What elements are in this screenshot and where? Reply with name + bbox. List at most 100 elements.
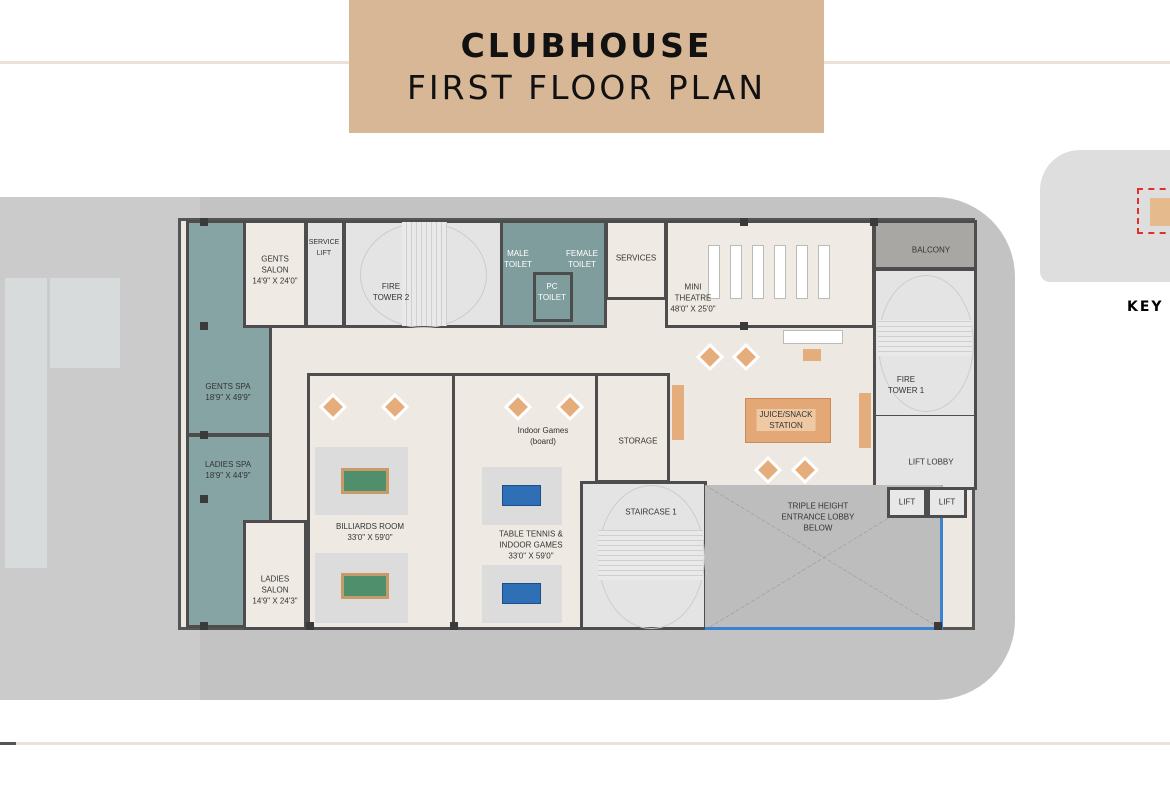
ladies-spa-size: 18'9" X 44'9"	[205, 471, 251, 480]
void-cross-lines	[704, 484, 944, 631]
theatre-seat-row	[818, 245, 830, 299]
female-toilet-label: FEMALE TOILET	[566, 248, 598, 270]
mini-theatre-size: 48'0" X 25'0"	[670, 304, 716, 314]
billiards-table	[341, 573, 389, 599]
ladies-spa-name: LADIES SPA	[204, 460, 252, 469]
juice-station-line1: JUICE/SNACK	[759, 410, 813, 419]
side-table	[803, 349, 821, 361]
column	[740, 322, 748, 330]
sofa	[783, 330, 843, 344]
theatre-seat-row	[708, 245, 720, 299]
column	[200, 431, 208, 439]
service-lift-line1: SERVICE	[308, 239, 340, 246]
ladies-spa-label: LADIES SPA 18'9" X 44'9"	[205, 459, 251, 481]
room-ladies-salon	[243, 520, 307, 630]
juice-station-label: JUICE/SNACK STATION	[756, 409, 816, 431]
entrance-lobby-line3: BELOW	[803, 523, 833, 533]
gents-spa-size: 18'9" X 49'9"	[205, 393, 251, 402]
fire-tower-2-line1: FIRE	[381, 282, 401, 291]
key-plan-map	[1040, 150, 1170, 282]
mini-theatre-line2: THEATRE	[674, 293, 712, 303]
billiards-table	[341, 468, 389, 494]
female-toilet-line1: FEMALE	[565, 249, 599, 258]
gents-salon-size: 14'9" X 24'0"	[252, 276, 298, 286]
column	[200, 322, 208, 330]
counter-bench	[672, 385, 684, 440]
counter-bench	[859, 393, 871, 448]
column	[200, 622, 208, 630]
glass-facade-side	[940, 518, 943, 630]
column	[306, 622, 314, 630]
gents-salon-line2: SALON	[261, 265, 289, 275]
table-tennis-size: 33'0" X 59'0"	[508, 551, 554, 561]
title-clubhouse: CLUBHOUSE	[460, 26, 713, 65]
indoor-games-line2: (board)	[530, 437, 556, 446]
mini-theatre-line1: MINI	[684, 282, 702, 292]
theatre-seat-row	[752, 245, 764, 299]
title-box: CLUBHOUSE FIRST FLOOR PLAN	[349, 0, 824, 133]
male-toilet-line2: TOILET	[504, 260, 532, 269]
theatre-seat-row	[796, 245, 808, 299]
ladies-salon-size: 14'9" X 24'3"	[252, 596, 298, 606]
theatre-seat-row	[774, 245, 786, 299]
room-storage	[595, 373, 670, 483]
column	[200, 495, 208, 503]
pc-toilet-line2: TOILET	[538, 293, 566, 302]
table-tennis-table	[502, 485, 541, 506]
fire-tower-2-label: FIRE TOWER 2	[373, 281, 409, 303]
room-lift-lobby	[873, 416, 977, 490]
column	[870, 218, 878, 226]
gents-spa-name: GENTS SPA	[205, 382, 251, 391]
footer-rule	[0, 742, 1170, 745]
indoor-games-line1: Indoor Games	[517, 426, 569, 435]
room-services	[605, 220, 667, 300]
pool-area	[5, 278, 47, 568]
indoor-games-board-label: Indoor Games (board)	[518, 425, 569, 447]
room-mini-theatre	[665, 220, 875, 328]
gents-spa-label: GENTS SPA 18'9" X 49'9"	[205, 381, 250, 403]
services-label: SERVICES	[615, 253, 657, 263]
table-tennis-line1: TABLE TENNIS &	[499, 529, 563, 539]
key-plan-label: KEY PLAN	[1127, 299, 1170, 315]
key-plan-marker	[1137, 188, 1170, 234]
stair-treads	[878, 320, 972, 356]
lift-b	[927, 487, 967, 518]
key-plan-highlight	[1150, 198, 1170, 226]
column	[200, 218, 208, 226]
fire-tower-1-line1: FIRE	[896, 375, 916, 384]
column	[934, 622, 942, 630]
entrance-lobby-line2: ENTRANCE LOBBY	[781, 512, 855, 522]
stair-treads	[402, 222, 447, 326]
lift-lobby-label: LIFT LOBBY	[908, 457, 954, 467]
stair-treads	[598, 530, 703, 580]
table-tennis-line2: INDOOR GAMES	[499, 540, 563, 550]
male-toilet-label: MALE TOILET	[504, 248, 532, 270]
service-lift-label: SERVICE LIFT	[309, 237, 340, 259]
ladies-salon-line1: LADIES	[260, 574, 290, 584]
female-toilet-line2: TOILET	[568, 260, 596, 269]
staircase-1-label: STAIRCASE 1	[625, 507, 677, 517]
title-first-floor-plan: FIRST FLOOR PLAN	[406, 68, 767, 107]
lift-b-label: LIFT	[938, 497, 956, 507]
entrance-lobby-line1: TRIPLE HEIGHT	[787, 501, 849, 511]
lift-a	[887, 487, 927, 518]
juice-station-line2: STATION	[769, 421, 803, 430]
balcony-label: BALCONY	[911, 245, 951, 255]
fire-tower-2-line2: TOWER 2	[372, 293, 410, 302]
lift-a-label: LIFT	[898, 497, 916, 507]
male-toilet-line1: MALE	[507, 249, 529, 258]
billiards-size: 33'0" X 59'0"	[347, 533, 393, 542]
footer-rule-accent	[0, 742, 16, 745]
column	[740, 218, 748, 226]
service-lift-line2: LIFT	[316, 250, 332, 257]
gents-salon-line1: GENTS	[261, 254, 289, 264]
ladies-salon-line2: SALON	[261, 585, 289, 595]
